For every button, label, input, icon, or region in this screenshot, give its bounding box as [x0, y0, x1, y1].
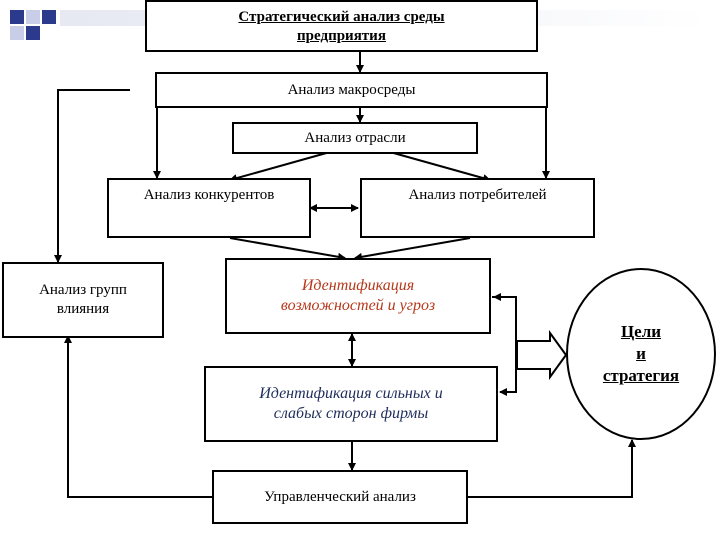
management-label: Управленческий анализ: [264, 488, 416, 505]
strengths-line2: слабых сторон фирмы: [273, 405, 429, 422]
title-line2: предприятия: [297, 27, 386, 44]
box-consumer-analysis: Анализ потребителей: [360, 178, 595, 238]
decor-square: [42, 10, 56, 24]
decor-square: [10, 26, 24, 40]
decor-square: [10, 10, 24, 24]
consumers-label: Анализ потребителей: [408, 187, 547, 203]
opportunities-line2: возможностей и угроз: [280, 297, 436, 314]
circle-goals-strategy: Цели и стратегия: [566, 268, 716, 440]
goals-line2: и: [636, 343, 646, 363]
box-competitor-analysis: Анализ конкурентов: [107, 178, 311, 238]
opportunities-line1: Идентификация: [301, 277, 415, 294]
goals-line3: стратегия: [602, 366, 680, 386]
strengths-line1: Идентификация сильных и: [259, 385, 443, 402]
goals-line1: Цели: [620, 321, 662, 341]
box-macro-analysis: Анализ макросреды: [155, 72, 548, 108]
title-line1: Стратегический анализ среды: [238, 9, 445, 25]
box-influence-groups: Анализ групп влияния: [2, 262, 164, 338]
box-industry-analysis: Анализ отрасли: [232, 122, 478, 154]
box-strategic-analysis: Стратегический анализ среды предприятия: [145, 0, 538, 52]
competitors-label: Анализ конкурентов: [143, 187, 275, 203]
decor-square: [26, 26, 40, 40]
macro-label: Анализ макросреды: [287, 81, 416, 98]
influence-line2: влияния: [56, 301, 110, 317]
box-strengths-weaknesses: Идентификация сильных и слабых сторон фи…: [204, 366, 498, 442]
decor-square: [26, 10, 40, 24]
industry-label: Анализ отрасли: [304, 129, 406, 146]
box-opportunities-threats: Идентификация возможностей и угроз: [225, 258, 491, 334]
influence-line1: Анализ групп: [39, 282, 127, 299]
box-management-analysis: Управленческий анализ: [212, 470, 468, 524]
